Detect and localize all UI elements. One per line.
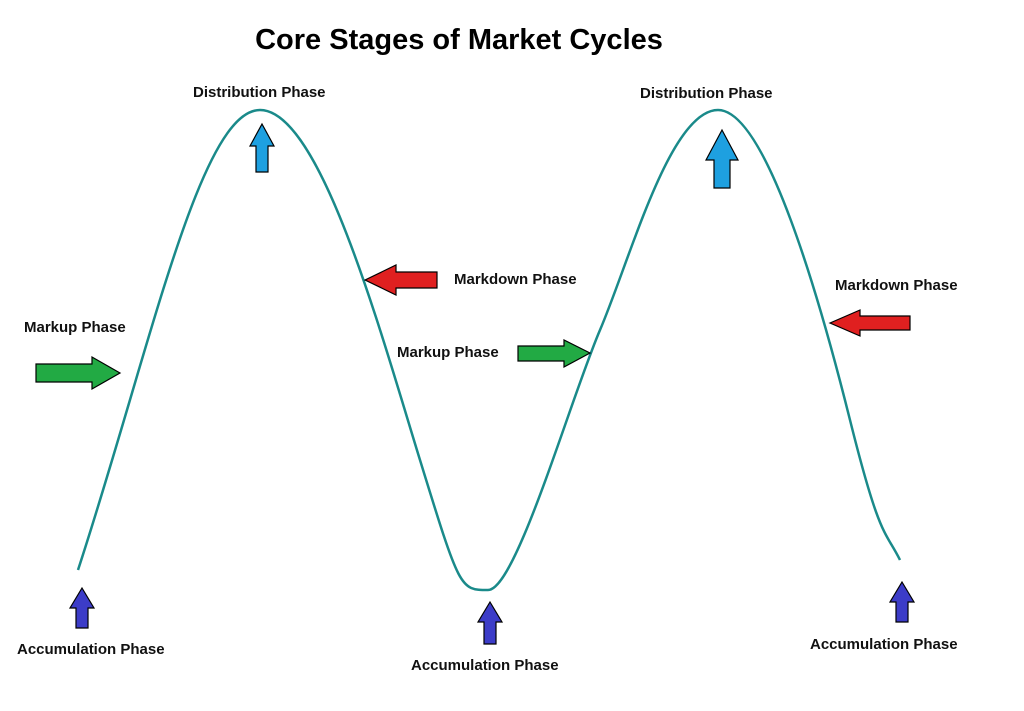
accumulation-arrow-1 bbox=[68, 586, 96, 629]
distribution-arrow-1 bbox=[248, 122, 276, 173]
accumulation-label-2: Accumulation Phase bbox=[411, 657, 559, 674]
distribution-arrow-2 bbox=[705, 128, 739, 189]
markdown-arrow-1 bbox=[363, 264, 438, 296]
markup-arrow-2 bbox=[517, 339, 592, 369]
accumulation-label-1: Accumulation Phase bbox=[17, 641, 165, 658]
markup-arrow-1 bbox=[35, 355, 122, 391]
markup-label-1: Markup Phase bbox=[24, 319, 126, 336]
accumulation-label-3: Accumulation Phase bbox=[810, 636, 958, 653]
markdown-label-2: Markdown Phase bbox=[835, 277, 958, 294]
markdown-label-1: Markdown Phase bbox=[454, 271, 577, 288]
distribution-label-1: Distribution Phase bbox=[193, 84, 326, 101]
market-cycle-curve bbox=[76, 108, 902, 592]
markup-label-2: Markup Phase bbox=[397, 344, 499, 361]
diagram-title: Core Stages of Market Cycles bbox=[255, 24, 663, 56]
accumulation-arrow-3 bbox=[888, 580, 916, 623]
distribution-label-2: Distribution Phase bbox=[640, 85, 773, 102]
markdown-arrow-2 bbox=[828, 309, 911, 337]
accumulation-arrow-2 bbox=[476, 600, 504, 645]
